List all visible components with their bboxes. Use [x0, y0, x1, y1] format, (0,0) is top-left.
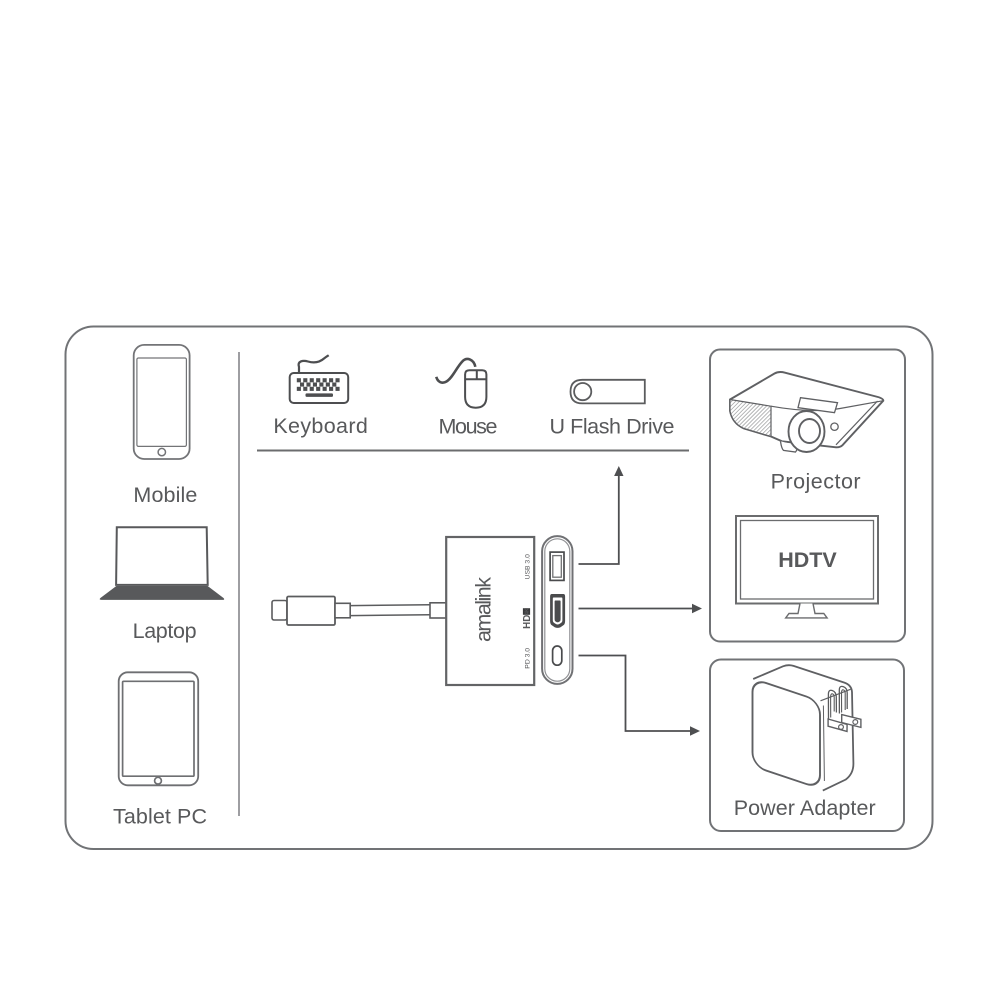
svg-text:PD 3.0: PD 3.0 [524, 648, 531, 669]
svg-text:amalink: amalink [472, 577, 496, 642]
svg-text:4K: 4K [525, 608, 531, 615]
svg-text:Mouse: Mouse [439, 415, 498, 439]
svg-text:Mobile: Mobile [133, 483, 197, 507]
svg-text:U Flash Drive: U Flash Drive [550, 414, 675, 438]
svg-text:Tablet PC: Tablet PC [113, 804, 207, 828]
svg-text:Power Adapter: Power Adapter [734, 796, 876, 820]
svg-text:Laptop: Laptop [133, 619, 197, 643]
svg-text:Keyboard: Keyboard [273, 414, 368, 438]
svg-text:USB 3.0: USB 3.0 [524, 554, 531, 580]
svg-text:HDTV: HDTV [778, 548, 837, 572]
svg-text:HD: HD [522, 615, 533, 629]
svg-text:Projector: Projector [771, 469, 861, 493]
